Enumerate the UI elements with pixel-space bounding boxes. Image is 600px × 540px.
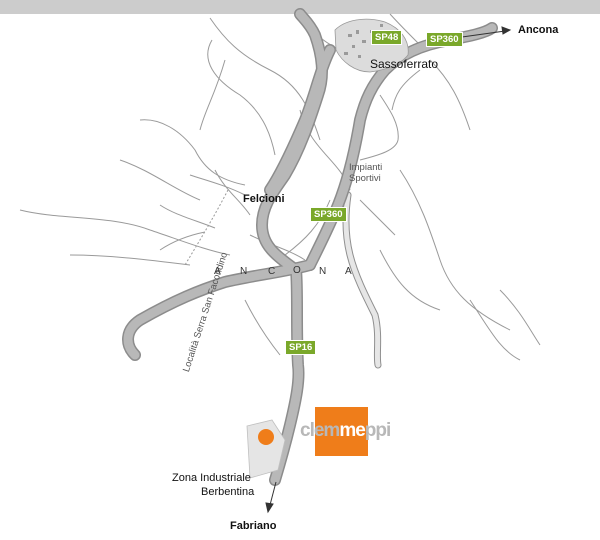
province-letter: C	[268, 266, 278, 277]
place-label-impianti: Impianti	[349, 162, 383, 173]
destination-fabriano: Fabriano	[230, 520, 277, 532]
logo-prefix: clem	[300, 420, 340, 441]
road-badge-sp48: SP48	[371, 30, 403, 45]
destination-ancona: Ancona	[518, 24, 559, 36]
main-roads-edge	[122, 8, 498, 486]
town-label-sassoferrato: Sassoferrato	[370, 57, 439, 71]
logo-suffix: ppi	[364, 420, 391, 441]
place-label-sportivi: Sportivi	[349, 173, 381, 184]
secondary-road-edge	[342, 191, 382, 369]
road-badge-sp360-mid: SP360	[310, 207, 347, 222]
top-bar	[0, 0, 600, 14]
location-marker-icon[interactable]	[258, 429, 274, 445]
province-letter: A	[214, 266, 223, 277]
company-logo-block	[315, 407, 368, 456]
province-letter: N	[240, 266, 250, 277]
province-letter: A	[345, 266, 354, 277]
arrow-to-fabriano-icon	[265, 481, 277, 514]
road-badge-sp360-top: SP360	[426, 32, 463, 47]
secondary-road	[343, 192, 381, 368]
logo-middle: me	[339, 420, 365, 441]
main-roads	[123, 9, 497, 485]
place-label-zona-industriale: Zona Industriale	[172, 472, 251, 484]
town-label-felcioni: Felcioni	[243, 193, 285, 205]
province-letter: O	[293, 265, 303, 276]
place-label-berbentina: Berbentina	[201, 486, 255, 498]
industrial-zone	[246, 419, 286, 479]
boundary-line	[184, 189, 229, 266]
road-badge-sp16: SP16	[285, 340, 317, 355]
province-letter: N	[319, 266, 329, 277]
company-logo-text: clemmeppi	[300, 420, 391, 442]
arrow-to-ancona-icon	[461, 26, 512, 38]
